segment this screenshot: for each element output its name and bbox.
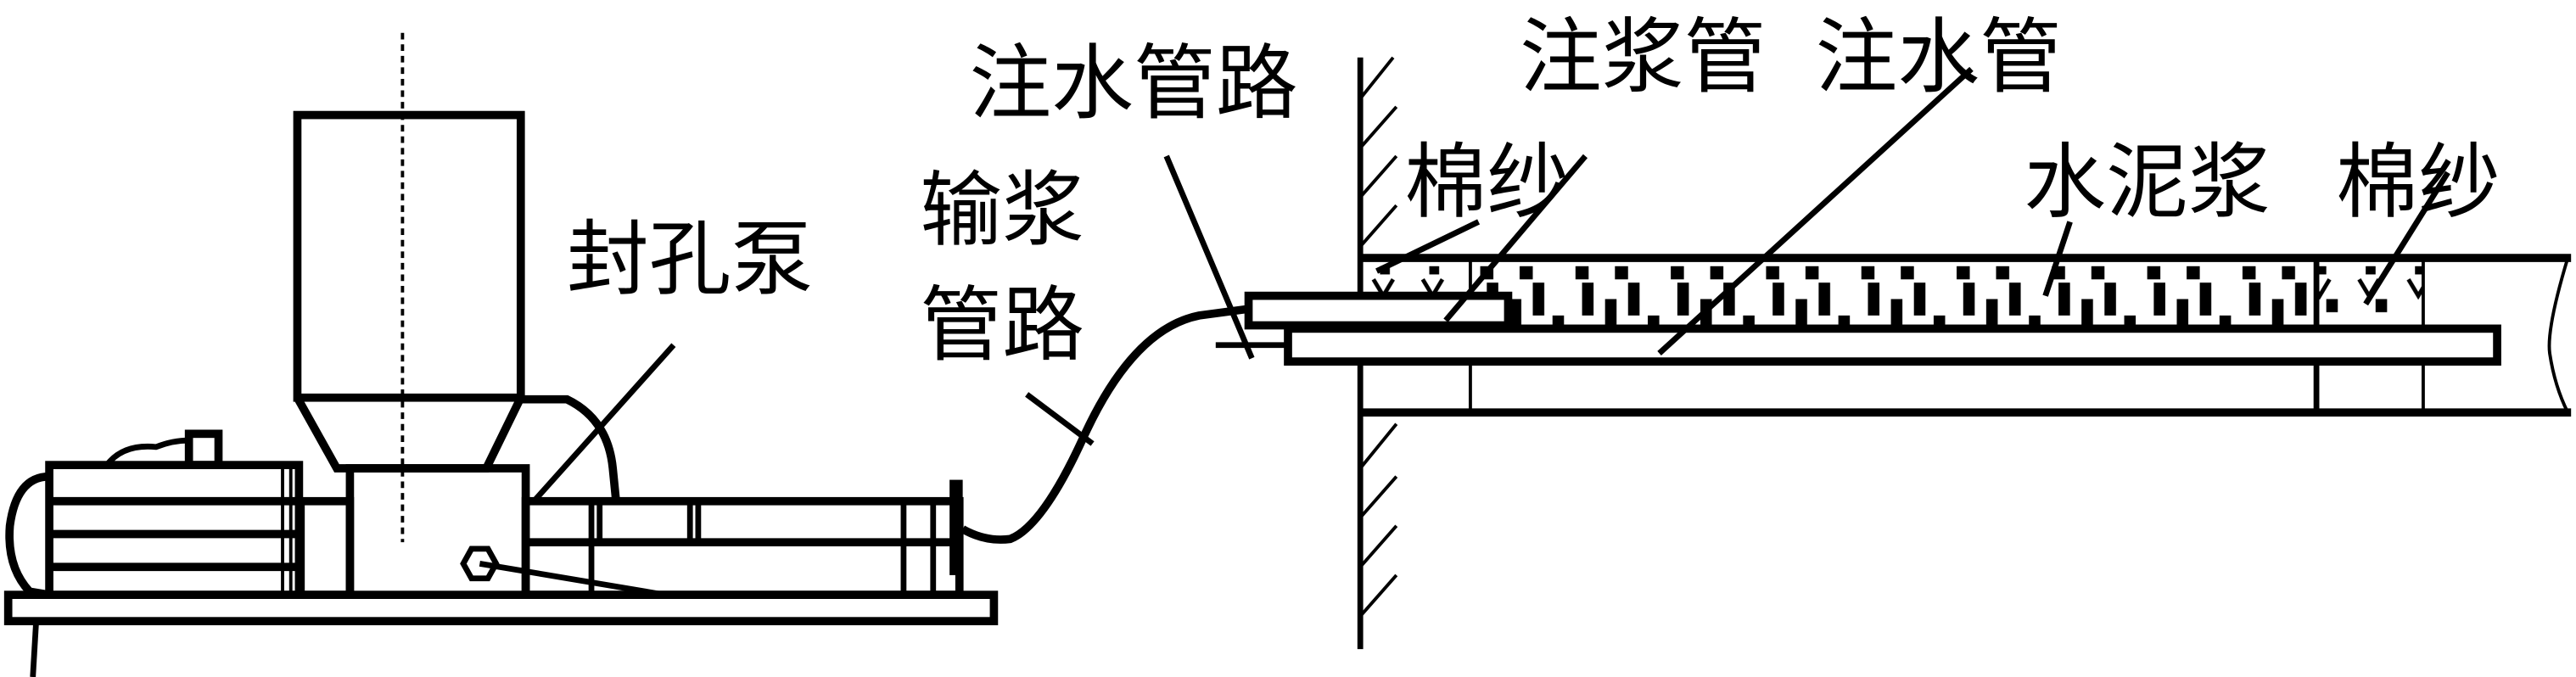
wall-hatching <box>1358 56 1398 618</box>
outlet-flange <box>949 479 963 575</box>
water-pipe <box>1284 324 2501 366</box>
motor-end-cap <box>5 472 50 599</box>
power-cable <box>104 437 189 467</box>
feed-pipe <box>520 394 620 502</box>
label-water-line: 注水管路 <box>969 36 1297 131</box>
label-cotton-left: 棉纱 <box>1404 134 1569 230</box>
grout-hose <box>960 305 1250 544</box>
label-grout-line-1: 输浆 <box>920 162 1084 258</box>
junction-box <box>184 429 223 469</box>
leader-lines <box>531 66 2450 504</box>
borehole <box>1215 56 2572 650</box>
label-pump: 封孔泵 <box>567 211 813 307</box>
label-cement-slurry: 水泥浆 <box>2024 134 2270 230</box>
grout-pipe <box>1244 291 1513 330</box>
coupling <box>296 496 355 599</box>
label-grout-pipe: 注浆管 <box>1520 9 1766 105</box>
pump-base <box>3 590 999 625</box>
label-water-pipe: 注水管 <box>1816 9 2062 105</box>
hopper <box>293 110 525 402</box>
break-line <box>2547 257 2570 414</box>
label-grout-line-2: 管路 <box>920 277 1084 372</box>
hopper-funnel <box>294 395 525 473</box>
ground-wire <box>30 620 39 677</box>
hex-nut <box>460 546 500 582</box>
label-cotton-right: 棉纱 <box>2336 134 2500 230</box>
pump-body <box>345 464 530 596</box>
grouting-pump <box>3 32 999 677</box>
